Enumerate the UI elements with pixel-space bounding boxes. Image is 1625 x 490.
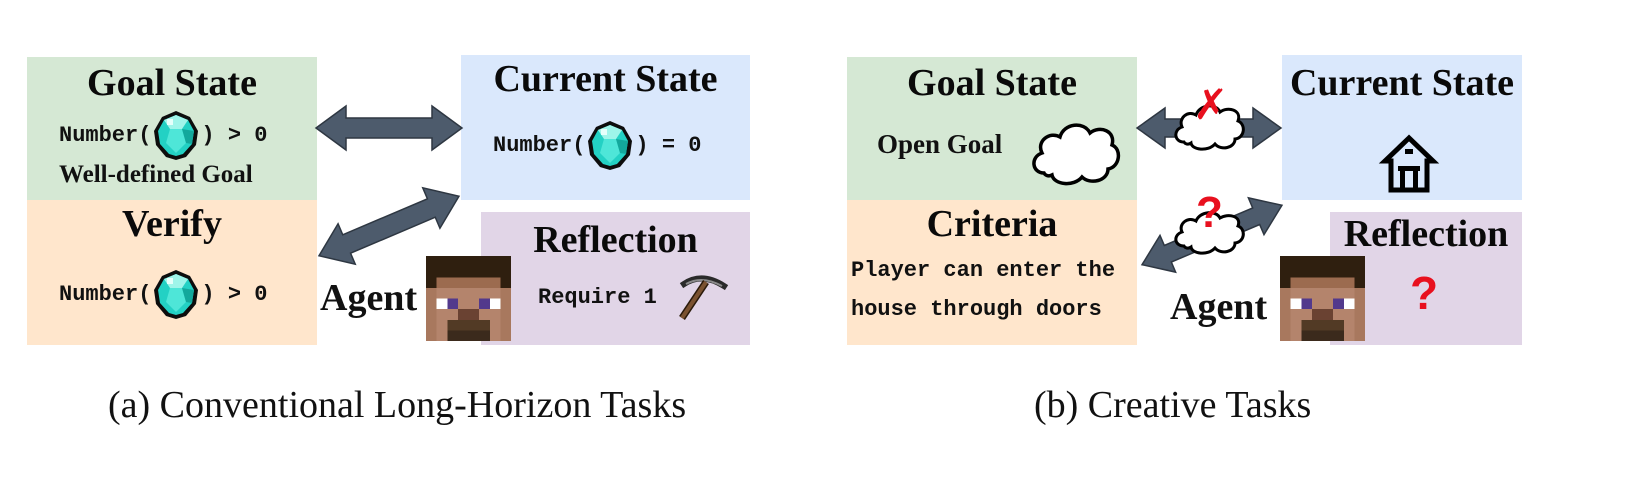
- open-goal-text-b: Open Goal: [877, 129, 1003, 159]
- question-mark-reflection-b: ?: [1410, 267, 1439, 319]
- goal-state-title-a: Goal State: [87, 62, 257, 104]
- reflection-box-a: Reflection Require 1: [481, 212, 750, 345]
- current-expression-a: Number( ) = 0: [493, 119, 701, 171]
- question-mark-cloud: ?: [1196, 188, 1223, 237]
- verify-title-a: Verify: [122, 203, 222, 245]
- current-expr-suffix-a: ) = 0: [635, 132, 702, 158]
- goal-expr-suffix-a: ) > 0: [201, 122, 268, 148]
- verify-expr-prefix-a: Number(: [59, 281, 152, 307]
- steve-face-icon: [426, 256, 511, 341]
- current-state-title-b: Current State: [1289, 62, 1515, 104]
- goal-state-box-b: Goal State Open Goal: [847, 57, 1137, 200]
- current-expr-prefix-a: Number(: [493, 132, 586, 158]
- current-state-box-b: Current State: [1282, 55, 1522, 200]
- goal-state-title-b: Goal State: [907, 62, 1077, 104]
- reflection-text-a: Require 1: [538, 285, 657, 310]
- criteria-line-1: Player can enter the: [851, 258, 1116, 283]
- current-state-title-a: Current State: [493, 58, 718, 100]
- reflection-title-b: Reflection: [1343, 213, 1509, 255]
- house-icon: [1378, 134, 1440, 193]
- criteria-box-b: Criteria Player can enter the house thro…: [847, 200, 1137, 345]
- goal-expr-prefix-a: Number(: [59, 122, 152, 148]
- cloud-icon: [1174, 104, 1245, 151]
- agent-label-a: Agent: [320, 277, 418, 319]
- verify-box-a: Verify Number( ) > 0: [27, 200, 317, 345]
- pickaxe-icon: [679, 275, 729, 320]
- verify-expression-a: Number( ) > 0: [59, 268, 267, 320]
- caption-a: (a) Conventional Long-Horizon Tasks: [108, 384, 687, 426]
- verify-expr-suffix-a: ) > 0: [201, 281, 268, 307]
- goal-expression-a: Number( ) > 0: [59, 109, 267, 161]
- agent-label-b: Agent: [1170, 286, 1268, 328]
- criteria-title-b: Criteria: [926, 203, 1058, 245]
- goal-state-box-a: Goal State Number( ) > 0 Well-defined Go…: [27, 57, 317, 200]
- goal-note-a: Well-defined Goal: [59, 161, 253, 188]
- caption-b: (b) Creative Tasks: [1034, 384, 1312, 426]
- reflection-title-a: Reflection: [533, 219, 698, 261]
- current-state-box-a: Current State Number( ) = 0: [461, 55, 750, 200]
- criteria-line-2: house through doors: [851, 297, 1102, 322]
- steve-face-icon: [1280, 256, 1365, 341]
- cloud-icon: [1174, 211, 1245, 255]
- x-mark-cloud: ✗: [1193, 80, 1229, 129]
- cloud-icon: [1032, 123, 1121, 186]
